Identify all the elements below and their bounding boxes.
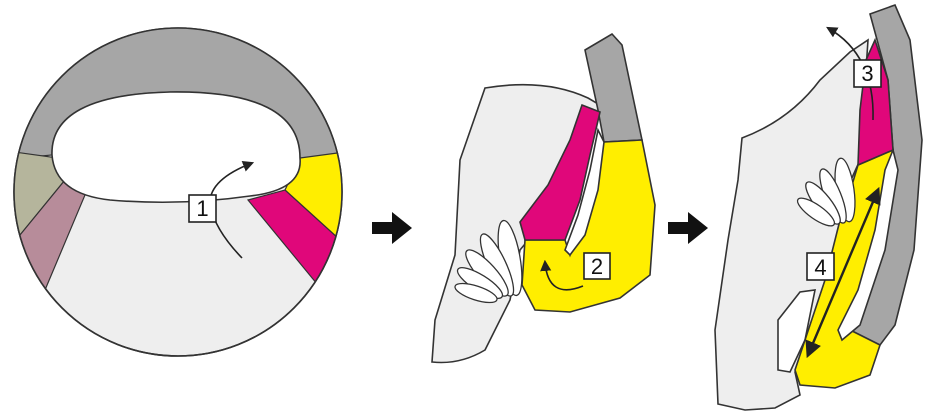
label-3: 3 <box>854 60 881 87</box>
label-2: 2 <box>584 253 610 279</box>
panel-stage-2: 2 <box>432 34 655 363</box>
stage-arrow-2 <box>668 212 708 244</box>
panel-stage-1: 1 <box>0 0 360 356</box>
label-1: 1 <box>189 195 216 222</box>
label-1-text: 1 <box>196 196 208 221</box>
stage-arrow-1 <box>372 212 412 244</box>
cavity <box>52 92 300 202</box>
panel-stage-3: 3 4 <box>715 5 922 410</box>
label-2-text: 2 <box>591 254 603 279</box>
label-4-text: 4 <box>814 255 826 280</box>
label-3-text: 3 <box>861 61 873 86</box>
label-4: 4 <box>807 253 834 280</box>
